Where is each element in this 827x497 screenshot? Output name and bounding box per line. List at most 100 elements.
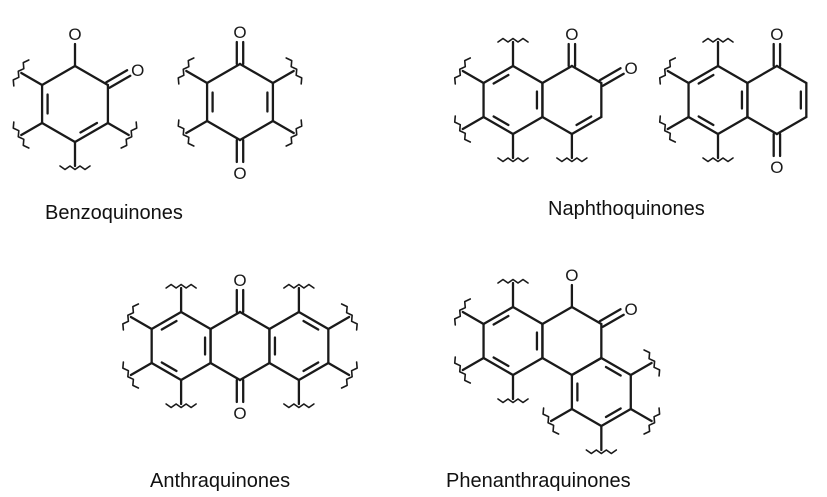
caption-phenanthraquinones: Phenanthraquinones	[446, 470, 631, 492]
oxygen-atom-label: O	[131, 61, 144, 80]
oxygen-atom-label: O	[68, 25, 81, 44]
ring-bond	[205, 62, 242, 85]
ring-bond	[541, 305, 574, 326]
carbonyl-bond	[105, 69, 129, 84]
substituent-bond	[549, 407, 574, 423]
wavy-attachment	[165, 283, 197, 289]
ring-bond	[482, 305, 515, 326]
wavy-attachment	[12, 59, 30, 87]
ring-bond	[511, 356, 544, 377]
substituent-bond	[629, 361, 653, 377]
oxygen-atom-label: O	[233, 271, 246, 290]
wavy-attachment	[120, 121, 138, 149]
substituent-bond	[327, 315, 351, 331]
substituent-bond	[20, 121, 44, 137]
substituent-bond	[629, 407, 653, 423]
ring-bond	[238, 310, 271, 331]
oxygen-atom-label: O	[625, 59, 638, 78]
molecule-1-2-naphthoquinone: OO	[453, 25, 638, 163]
caption-benzoquinones: Benzoquinones	[45, 202, 183, 224]
carbonyl-bond	[598, 308, 622, 323]
wavy-attachment	[542, 407, 560, 435]
ring-bond	[570, 64, 603, 85]
ring-bond	[570, 356, 603, 377]
wavy-attachment	[165, 403, 197, 409]
ring-bond	[511, 64, 544, 85]
wavy-attachment	[59, 165, 91, 171]
substituent-bond	[185, 119, 209, 135]
wavy-attachment	[122, 303, 140, 331]
ring-bond	[600, 407, 632, 428]
ring-bond	[511, 305, 544, 326]
substituent-bond	[185, 69, 209, 85]
ring-bond	[297, 361, 330, 382]
double-bond-inner	[575, 115, 593, 127]
ring-bond	[716, 115, 749, 136]
molecule-o-benzoquinone: OO	[12, 25, 144, 171]
wavy-attachment	[12, 121, 30, 149]
oxygen-atom-label: O	[625, 300, 638, 319]
wavy-attachment	[453, 115, 472, 143]
oxygen-atom-label: O	[233, 404, 246, 423]
ring-bond	[73, 64, 110, 87]
ring-bond	[746, 115, 779, 136]
carbonyl-bond	[108, 74, 132, 89]
substituent-bond	[106, 121, 130, 137]
substituent-bond	[271, 119, 295, 135]
oxygen-atom-label: O	[565, 25, 578, 44]
wavy-attachment	[658, 57, 677, 85]
caption-anthraquinones: Anthraquinones	[150, 470, 291, 492]
caption-naphthoquinones: Naphthoquinones	[548, 198, 705, 220]
wavy-attachment	[585, 449, 618, 455]
molecule-1-4-naphthoquinone: OO	[658, 25, 808, 177]
wavy-attachment	[658, 115, 677, 143]
ring-bond	[150, 361, 183, 382]
substituent-bond	[666, 69, 690, 85]
double-bond-inner	[492, 73, 510, 85]
wavy-attachment	[340, 303, 358, 331]
double-bond-inner	[302, 361, 320, 373]
carbonyl-bond	[598, 67, 622, 82]
substituent-bond	[129, 361, 153, 377]
ring-bond	[40, 121, 77, 144]
wavy-attachment	[283, 403, 315, 409]
ring-bond	[209, 310, 242, 331]
ring-bond	[600, 356, 632, 377]
oxygen-atom-label: O	[770, 158, 783, 177]
ring-bond	[297, 310, 330, 331]
ring-bond	[482, 356, 515, 377]
wavy-attachment	[702, 157, 734, 163]
substituent-bond	[461, 356, 485, 372]
molecule-p-benzoquinone: OO	[177, 23, 303, 183]
wavy-attachment	[177, 57, 195, 85]
ring-bond	[541, 356, 574, 377]
ring-bond	[268, 310, 301, 331]
molecule-phenanthraquinone: OO	[453, 266, 661, 455]
substituent-bond	[327, 361, 351, 377]
ring-bond	[687, 64, 720, 85]
double-bond-inner	[697, 73, 715, 85]
wavy-attachment	[283, 283, 315, 289]
ring-bond	[238, 361, 271, 382]
carbonyl-bond	[601, 72, 625, 87]
oxygen-atom-label: O	[233, 23, 246, 42]
ring-bond	[238, 119, 275, 142]
ring-bond	[541, 64, 574, 85]
ring-bond	[40, 64, 77, 87]
ring-bond	[775, 64, 808, 85]
wavy-attachment	[643, 349, 661, 377]
wavy-attachment	[556, 157, 588, 163]
ring-bond	[687, 115, 720, 136]
double-bond-inner	[492, 314, 510, 326]
substituent-bond	[461, 310, 485, 326]
wavy-attachment	[497, 37, 529, 43]
ring-bond	[570, 115, 603, 136]
carbonyl-bond	[601, 313, 625, 328]
ring-bond	[238, 62, 275, 85]
double-bond-inner	[79, 121, 99, 134]
ring-bond	[570, 407, 603, 428]
ring-bond	[73, 121, 110, 144]
ring-bond	[205, 119, 242, 142]
double-bond-inner	[160, 319, 178, 331]
